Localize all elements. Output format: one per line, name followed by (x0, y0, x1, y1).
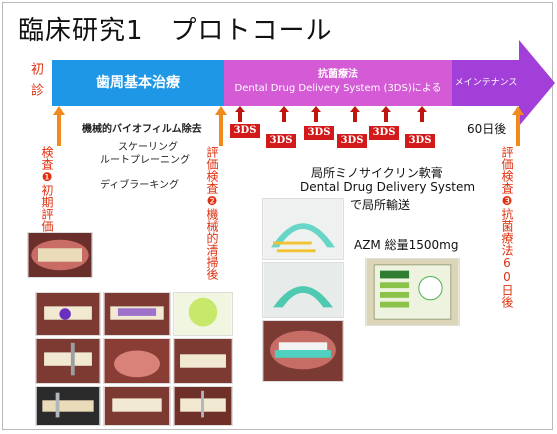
treatment-photo-6 (173, 338, 233, 384)
treatment-photo-7 (35, 386, 101, 426)
phase-maintenance: メインテナンス (452, 60, 520, 106)
phase-periodontal-therapy-label: 歯周基本治療 (96, 75, 180, 91)
treatment-photo-1 (35, 292, 101, 336)
mouthguard-applied-photo (262, 320, 344, 382)
mouthguard-photo-1 (262, 198, 344, 260)
phase-maintenance-label: メインテナンス (454, 78, 518, 88)
checkpoint-1-label: 検査❶初期評価 (40, 146, 54, 232)
treatment-photo-4 (35, 338, 101, 384)
minocycline-text: 局所ミノサイクリン軟膏 (311, 166, 443, 180)
initial-teeth-photo (27, 232, 93, 278)
scaling-text: スケーリング (118, 142, 178, 153)
dds-arrow-3 (311, 106, 321, 122)
checkpoint-3-arrow (512, 106, 524, 146)
phase-antibacterial-therapy: 抗菌療法 Dental Drug Delivery System (3DS)によ… (224, 60, 452, 106)
treatment-photo-3 (173, 292, 233, 336)
dds-arrow-1 (235, 106, 245, 122)
drug-package-photo (365, 258, 460, 326)
dds-badge-2: 3DS (266, 134, 296, 148)
mouthguard-photo-2 (262, 262, 344, 318)
checkpoint-1-arrow (53, 106, 65, 146)
dds-arrow-5 (381, 106, 391, 122)
dds-arrow-6 (417, 106, 427, 122)
treatment-photo-8 (103, 386, 171, 426)
checkpoint-2-arrow (215, 106, 227, 146)
debridement-text: ディブラーキング (100, 180, 179, 191)
dds-badge-4: 3DS (337, 134, 367, 148)
root-planing-text: ルートプレーニング (100, 155, 190, 166)
phase-antibacterial-title: 抗菌療法 (318, 69, 358, 80)
first-visit-label: 初診 (28, 62, 43, 104)
dds-system-text: Dental Drug Delivery System (300, 180, 476, 194)
local-delivery-text: で局所輸送 (350, 198, 411, 212)
slide-frame (2, 2, 553, 430)
dds-arrow-4 (350, 106, 360, 122)
dds-badge-3: 3DS (304, 126, 334, 140)
biofilm-removal-text: 機械的バイオフィルム除去 (82, 124, 202, 135)
dds-badge-5: 3DS (369, 126, 399, 140)
treatment-photo-2 (103, 292, 171, 336)
timeline-arrowhead (519, 40, 555, 126)
dds-badge-6: 3DS (405, 134, 435, 148)
dds-badge-1: 3DS (230, 124, 260, 138)
treatment-photo-9 (173, 386, 233, 426)
phase-periodontal-therapy: 歯周基本治療 (52, 60, 224, 106)
azm-dose-text: AZM 総量1500mg (354, 238, 459, 252)
treatment-photo-5 (103, 338, 171, 384)
slide-title: 臨床研究1 プロトコール (18, 16, 333, 46)
phase-antibacterial-subtitle: Dental Drug Delivery System (3DS)による (234, 83, 442, 94)
checkpoint-3-label: 評価検査❸抗菌療法60日後 (500, 146, 514, 308)
dds-arrow-2 (279, 106, 289, 122)
checkpoint-2-label: 評価検査❷機械的清掃後 (205, 146, 219, 280)
sixty-days-label: 60日後 (467, 122, 507, 136)
